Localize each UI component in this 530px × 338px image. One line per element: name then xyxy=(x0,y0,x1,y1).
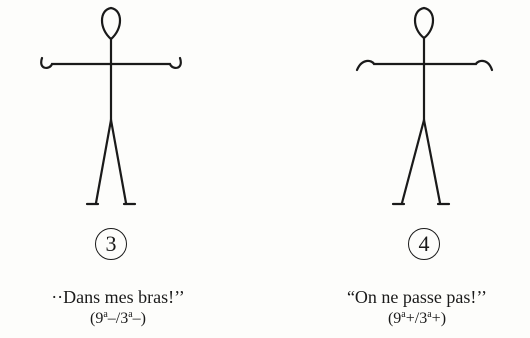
figure-3-number: 3 xyxy=(95,228,127,260)
stick-figure-3 xyxy=(40,6,182,206)
figure-4-formula: (9a+/3a+) xyxy=(387,309,447,327)
figure-3-caption: ··Dans mes bras!’’ xyxy=(51,287,185,307)
figure-4-caption: “On ne passe pas!’’ xyxy=(346,287,488,307)
figure-3-left-leg xyxy=(94,118,113,205)
stick-figure-4 xyxy=(355,6,494,206)
figure-4-number: 4 xyxy=(408,228,440,260)
figure-4-head xyxy=(413,6,435,40)
figure-3-right-leg xyxy=(109,118,128,205)
figure-4-right-leg xyxy=(422,118,442,205)
figure-3-head xyxy=(100,6,122,41)
figure-4-left-leg xyxy=(400,118,426,205)
figure-3-formula: (9a–/3a–) xyxy=(89,309,146,327)
